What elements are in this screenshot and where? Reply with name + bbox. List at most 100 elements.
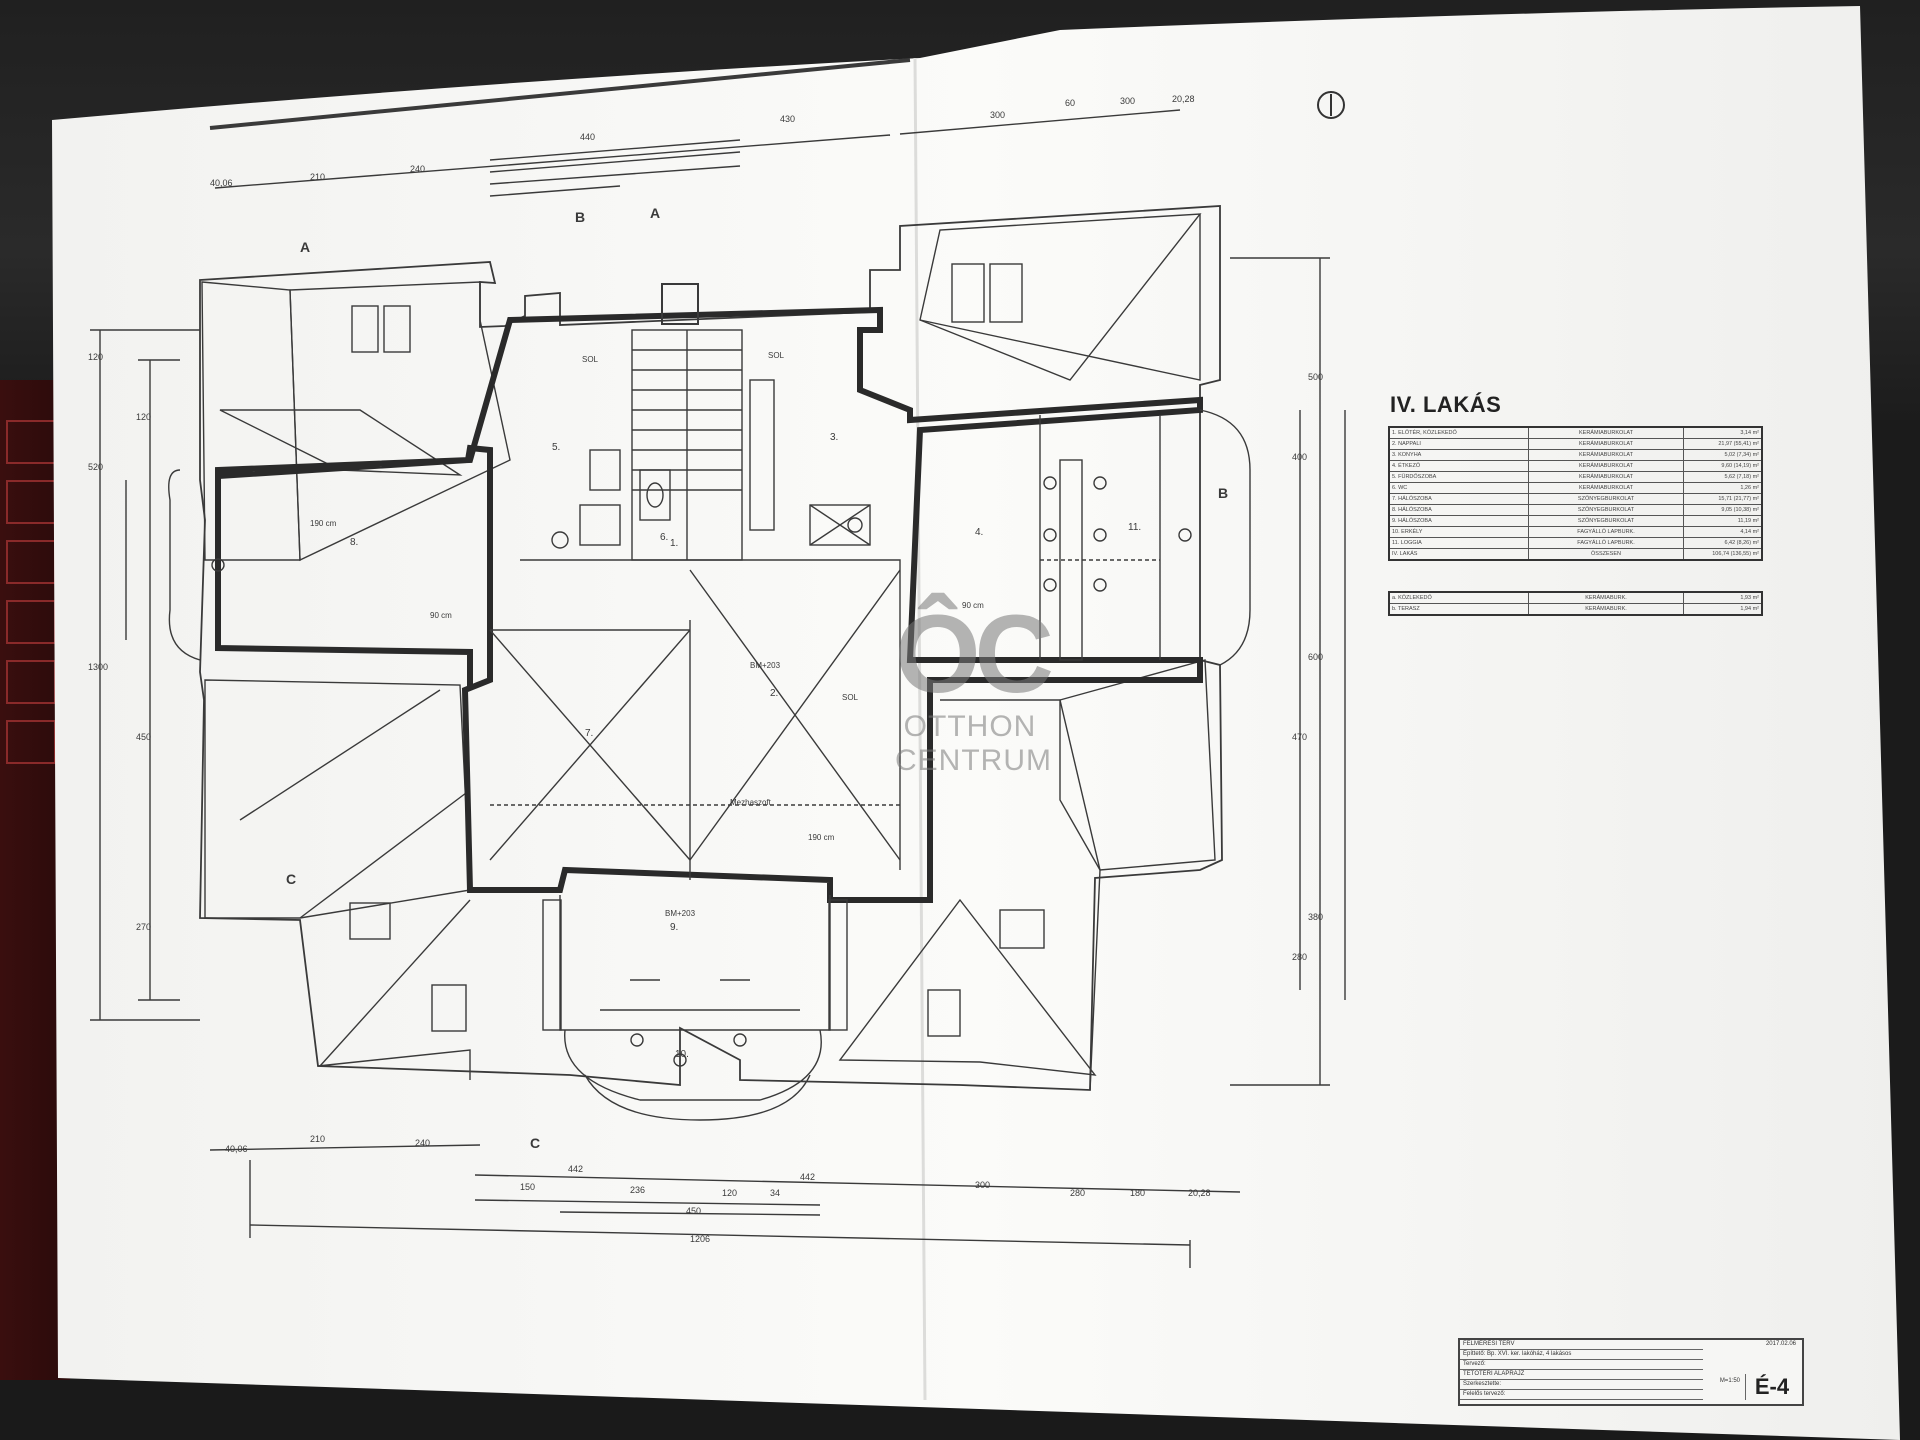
room-name: 4. ÉTKEZŐ [1388, 460, 1529, 472]
svg-text:40,06: 40,06 [210, 178, 233, 188]
svg-text:240: 240 [415, 1138, 430, 1148]
svg-text:300: 300 [990, 110, 1005, 120]
svg-text:9.: 9. [670, 922, 678, 933]
svg-text:3.: 3. [830, 432, 838, 443]
floor-plan-drawing [90, 58, 1346, 1268]
svg-text:500: 500 [1308, 372, 1323, 382]
svg-text:270: 270 [136, 922, 151, 932]
svg-text:20,28: 20,28 [1172, 94, 1195, 104]
svg-text:236: 236 [630, 1185, 645, 1195]
svg-text:120: 120 [136, 412, 151, 422]
svg-text:1300: 1300 [88, 662, 108, 672]
svg-text:440: 440 [580, 132, 595, 142]
svg-text:5.: 5. [552, 442, 560, 453]
room-name: 3. KONYHA [1388, 449, 1529, 461]
title-row: Építtető: Bp. XVI. ker. lakóház, 4 lakás… [1460, 1350, 1703, 1360]
room-name: 9. HÁLÓSZOBA [1388, 515, 1529, 527]
title-block: FELMÉRÉSI TERV Építtető: Bp. XVI. ker. l… [1458, 1338, 1804, 1406]
otthon-centrum-watermark: ÔC OTTHON CENTRUM [895, 593, 1054, 778]
title-row: TETŐTÉRI ALAPRAJZ [1460, 1370, 1703, 1380]
title-row: Tervező: [1460, 1360, 1703, 1370]
drawing-scale: M=1:50 [1719, 1378, 1740, 1384]
svg-text:120: 120 [88, 352, 103, 362]
svg-text:6.: 6. [660, 532, 668, 543]
floor-material: KERÁMIABURKOLAT [1528, 482, 1684, 494]
room-labels: 1. 2. 3. 4. 5. 6. 7. 8. 9. 10. 11. BM+20… [310, 351, 1141, 1060]
room-name: b. TERASZ [1388, 603, 1529, 616]
svg-text:600: 600 [1308, 652, 1323, 662]
room-name: 11. LOGGIA [1388, 537, 1529, 549]
svg-text:300: 300 [975, 1180, 990, 1190]
svg-text:90 cm: 90 cm [962, 601, 984, 610]
svg-text:B: B [575, 209, 585, 225]
floor-material: KERÁMIABURKOLAT [1528, 438, 1684, 450]
svg-text:210: 210 [310, 1134, 325, 1144]
svg-text:210: 210 [310, 172, 325, 182]
svg-text:BM+203: BM+203 [665, 909, 696, 918]
room-area: 5,02 (7,34) m² [1683, 449, 1763, 461]
room-area: 106,74 (136,55) m² [1683, 548, 1763, 561]
svg-text:300: 300 [1120, 96, 1135, 106]
svg-text:34: 34 [770, 1188, 780, 1198]
title-row: Felelős tervező: [1460, 1390, 1703, 1400]
svg-text:7.: 7. [585, 728, 593, 739]
watermark-logo: ÔC [895, 593, 1054, 716]
svg-text:450: 450 [686, 1206, 701, 1216]
svg-text:SOL: SOL [768, 351, 785, 360]
room-name: 10. ERKÉLY [1388, 526, 1529, 538]
svg-text:SOL: SOL [582, 355, 599, 364]
room-name: IV. LAKÁS [1388, 548, 1529, 561]
title-row: FELMÉRÉSI TERV [1460, 1340, 1703, 1350]
room-area: 1,93 m² [1683, 591, 1763, 604]
room-area: 15,71 (21,77) m² [1683, 493, 1763, 505]
svg-text:10.: 10. [675, 1049, 689, 1060]
svg-text:442: 442 [800, 1172, 815, 1182]
room-area: 11,19 m² [1683, 515, 1763, 527]
floor-material: KERÁMIABURKOLAT [1528, 471, 1684, 483]
section-marks: A B A B C C [286, 205, 1228, 1151]
svg-text:150: 150 [520, 1182, 535, 1192]
svg-text:240: 240 [410, 164, 425, 174]
svg-text:190 cm: 190 cm [310, 519, 337, 528]
floor-material: FAGYÁLLÓ LAPBURK. [1528, 526, 1684, 538]
svg-text:180: 180 [1130, 1188, 1145, 1198]
svg-text:190 cm: 190 cm [808, 833, 835, 842]
room-area: 1,94 m² [1683, 603, 1763, 616]
svg-text:120: 120 [722, 1188, 737, 1198]
room-name: 6. WC [1388, 482, 1529, 494]
floor-material: SZŐNYEGBURKOLAT [1528, 515, 1684, 527]
paper [52, 6, 1900, 1440]
svg-text:90 cm: 90 cm [430, 611, 452, 620]
svg-text:520: 520 [88, 462, 103, 472]
svg-text:2.: 2. [770, 688, 778, 699]
sheet-number: É-4 [1745, 1374, 1798, 1400]
room-area: 3,14 m² [1683, 426, 1763, 439]
room-area: 5,62 (7,18) m² [1683, 471, 1763, 483]
room-area: 9,05 (10,38) m² [1683, 504, 1763, 516]
watermark-line-2: CENTRUM [895, 744, 1052, 777]
floor-material: KERÁMIABURKOLAT [1528, 426, 1684, 439]
room-name: 2. NAPPALI [1388, 438, 1529, 450]
drawing-date: 2017.02.06 [1765, 1341, 1796, 1347]
svg-text:60: 60 [1065, 98, 1075, 108]
svg-text:A: A [300, 239, 310, 255]
floor-material: KERÁMIABURK. [1528, 603, 1684, 616]
svg-text:280: 280 [1070, 1188, 1085, 1198]
floor-material: ÖSSZESEN [1528, 548, 1684, 561]
svg-text:B: B [1218, 485, 1228, 501]
svg-text:442: 442 [568, 1164, 583, 1174]
svg-text:1206: 1206 [690, 1234, 710, 1244]
svg-text:BM+203: BM+203 [750, 661, 781, 670]
room-name: 5. FÜRDŐSZOBA [1388, 471, 1529, 483]
room-area: 1,26 m² [1683, 482, 1763, 494]
